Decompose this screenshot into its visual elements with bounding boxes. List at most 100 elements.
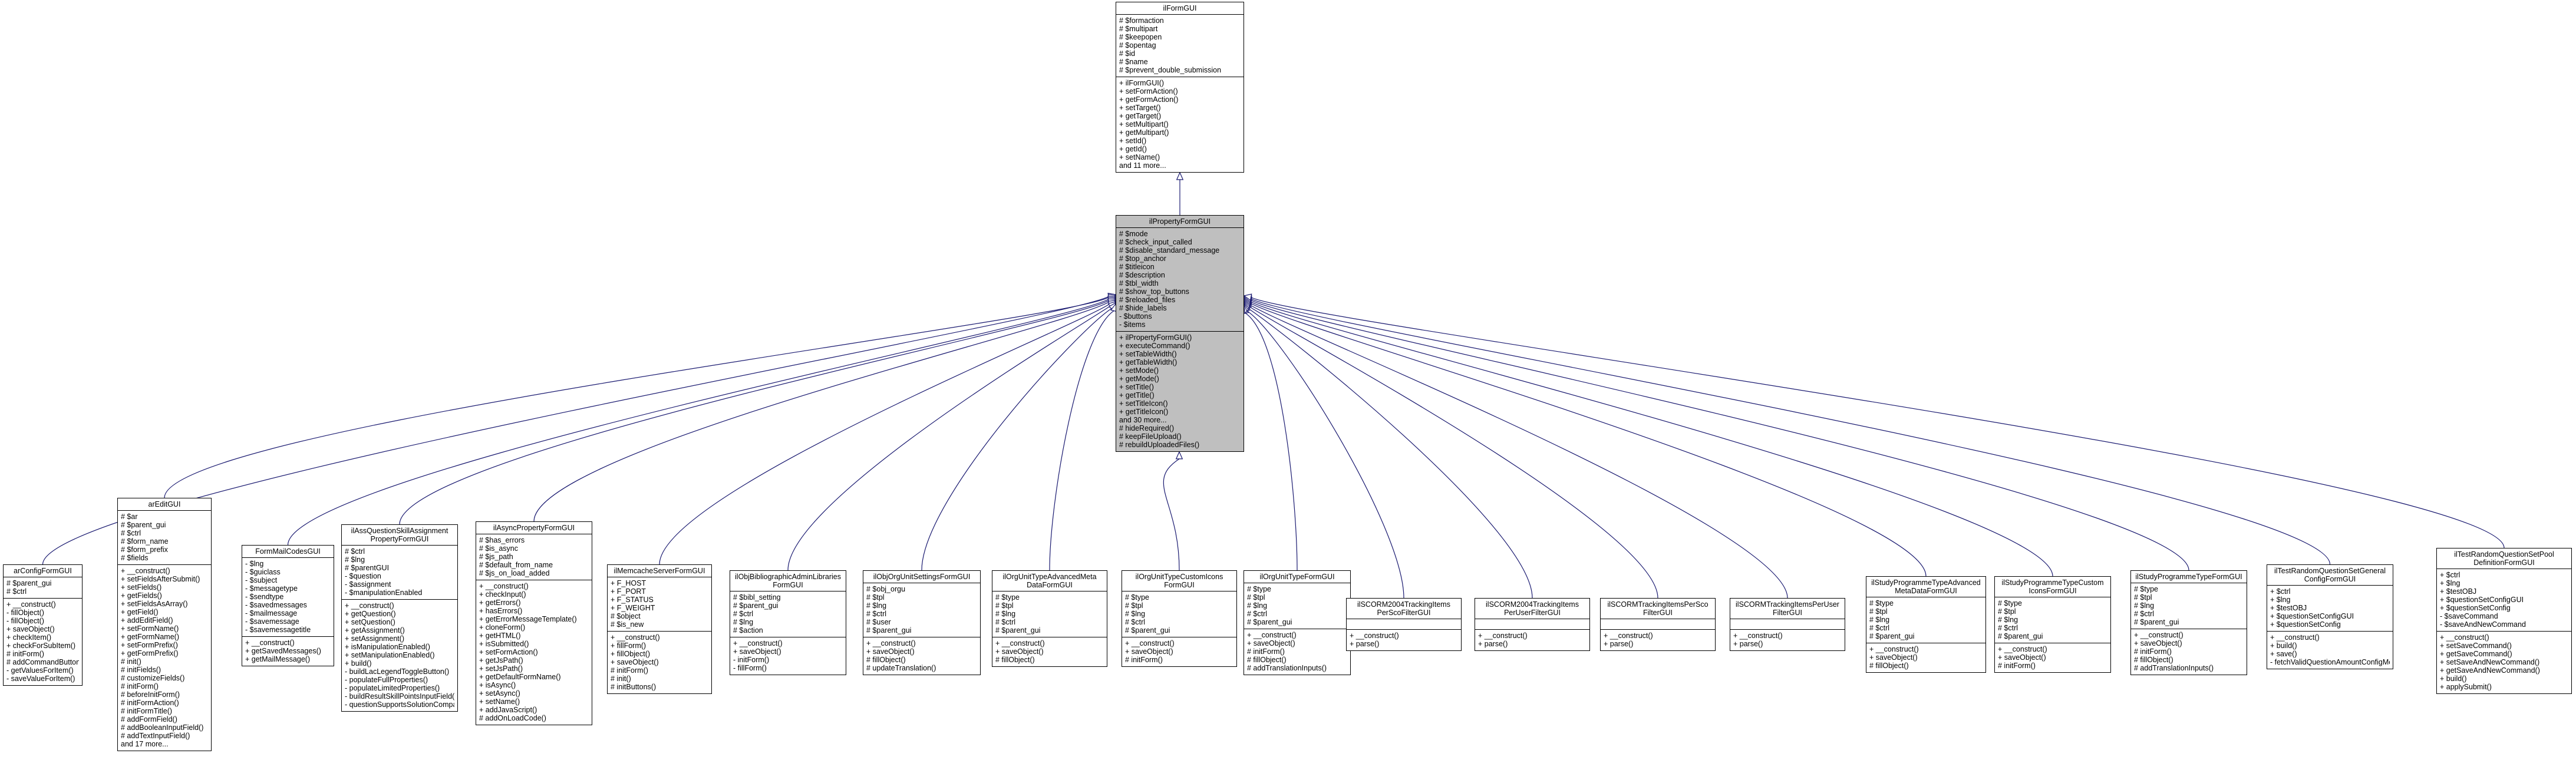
method-item: + getFormName() xyxy=(121,633,179,641)
method-item: + __construct() xyxy=(1733,632,1783,640)
attribute-list: + $ctrl+ $lng+ $testOBJ+ $questionSetCon… xyxy=(2437,569,2571,632)
method-item: + getErrors() xyxy=(479,599,521,607)
inherit-edge xyxy=(787,306,1111,571)
class-title: ilOrgUnitTypeFormGUI xyxy=(1244,571,1350,583)
method-item: + getMultipart() xyxy=(1119,128,1169,137)
inherit-edge xyxy=(164,296,1109,498)
method-item: + checkItem() xyxy=(6,633,52,642)
method-item: + saveObject() xyxy=(733,647,781,656)
class-box-ilTestRandomQuestionSetGeneralConfigFormGUI[interactable]: ilTestRandomQuestionSetGeneral ConfigFor… xyxy=(2267,564,2393,669)
attribute-item: # $lng xyxy=(1998,616,2018,624)
attribute-item: + $questionSetConfigGUI xyxy=(2440,596,2524,604)
attribute-item: # $parentGUI xyxy=(345,564,390,572)
class-box-ilStudyProgrammeTypeCustomIconsFormGUI[interactable]: ilStudyProgrammeTypeCustom IconsFormGUI#… xyxy=(1994,576,2111,673)
method-item: # fillObject() xyxy=(995,656,1035,664)
method-item: + getErrorMessageTemplate() xyxy=(479,615,577,623)
class-box-ilSCORM2004TrackingItemsPerScoFilterGUI[interactable]: ilSCORM2004TrackingItems PerScoFilterGUI… xyxy=(1346,598,1462,651)
class-box-ilStudyProgrammeTypeAdvancedMetaDataFormGUI[interactable]: ilStudyProgrammeTypeAdvanced MetaDataFor… xyxy=(1866,576,1986,673)
method-list: + __construct()- fillObject()- fillObjec… xyxy=(4,599,82,685)
method-item: # addCommandButtons() xyxy=(6,658,79,666)
method-item: + setQuestion() xyxy=(345,618,395,626)
method-item: + addJavaScript() xyxy=(479,706,537,714)
method-item: + __construct() xyxy=(1604,632,1653,640)
class-box-ilFormGUI[interactable]: ilFormGUI# $formaction# $multipart# $kee… xyxy=(1116,2,1244,173)
method-item: + getTitleIcon() xyxy=(1119,408,1169,416)
method-item: + getAssignment() xyxy=(345,626,405,634)
attribute-item: # $ctrl xyxy=(1869,624,1890,632)
class-box-ilSCORMTrackingItemsPerUserFilterGUI[interactable]: ilSCORMTrackingItemsPerUser FilterGUI+ _… xyxy=(1730,598,1845,651)
attribute-item: # $type xyxy=(995,593,1020,602)
class-box-ilOrgUnitTypeCustomIconsFormGUI[interactable]: ilOrgUnitTypeCustomIcons FormGUI# $type#… xyxy=(1122,570,1237,667)
method-list: + __construct()+ saveObject()# fillObjec… xyxy=(992,637,1107,666)
inherit-edge xyxy=(1251,296,2505,548)
class-box-ilAsyncPropertyFormGUI[interactable]: ilAsyncPropertyFormGUI# $has_errors# $is… xyxy=(476,521,592,725)
attribute-item: # $lng xyxy=(1125,610,1146,618)
class-title: ilObjOrgUnitSettingsFormGUI xyxy=(863,571,980,583)
attribute-item: # $lng xyxy=(1869,616,1890,624)
method-item: + getTarget() xyxy=(1119,112,1162,120)
method-item: + isAsync() xyxy=(479,681,516,689)
method-item: + getJsPath() xyxy=(479,656,523,665)
attribute-list xyxy=(1601,619,1715,630)
method-item: + getHTML() xyxy=(479,632,521,640)
class-box-arConfigFormGUI[interactable]: arConfigFormGUI# $parent_gui# $ctrl+ __c… xyxy=(3,564,83,686)
attribute-item: # $check_input_called xyxy=(1119,238,1192,246)
class-title: arEditGUI xyxy=(118,498,211,511)
method-item: + setFields() xyxy=(121,583,162,591)
class-box-ilSCORMTrackingItemsPerScoFilterGUI[interactable]: ilSCORMTrackingItemsPerSco FilterGUI + __… xyxy=(1600,598,1716,651)
method-item: + save() xyxy=(2270,650,2297,658)
class-box-ilMemcacheServerFormGUI[interactable]: ilMemcacheServerFormGUI+ F_HOST+ F_PORT+… xyxy=(607,564,712,694)
class-box-ilOrgUnitTypeFormGUI[interactable]: ilOrgUnitTypeFormGUI# $type# $tpl# $lng#… xyxy=(1244,570,1351,675)
attribute-item: # $parent_gui xyxy=(995,626,1041,634)
class-box-ilStudyProgrammeTypeFormGUI[interactable]: ilStudyProgrammeTypeFormGUI# $type# $tpl… xyxy=(2130,570,2247,675)
attribute-item: # $tpl xyxy=(1998,607,2016,616)
method-item: + saveObject() xyxy=(1247,639,1295,647)
attribute-item: - $saveCommand xyxy=(2440,612,2498,620)
method-item: + __construct() xyxy=(479,582,529,590)
attribute-item: # $tbl_width xyxy=(1119,279,1159,287)
class-title: ilSCORMTrackingItemsPerSco FilterGUI xyxy=(1601,599,1715,619)
class-box-ilTestRandomQuestionSetPoolDefinitionFormGUI[interactable]: ilTestRandomQuestionSetPool DefinitionFo… xyxy=(2436,548,2572,694)
class-box-ilAssQuestionSkillAssignmentPropertyFormGUI[interactable]: ilAssQuestionSkillAssignment PropertyFor… xyxy=(341,524,458,712)
method-item: + getMode() xyxy=(1119,375,1159,383)
class-box-ilOrgUnitTypeAdvancedMetaDataFormGUI[interactable]: ilOrgUnitTypeAdvancedMeta DataFormGUI# $… xyxy=(992,570,1107,667)
method-item: + parse() xyxy=(1733,640,1763,648)
attribute-item: # $lng xyxy=(995,610,1016,618)
attribute-item: # $ctrl xyxy=(2134,610,2155,618)
method-item: + setTitle() xyxy=(1119,383,1154,391)
class-box-ilPropertyFormGUI[interactable]: ilPropertyFormGUI# $mode# $check_input_c… xyxy=(1116,215,1244,452)
attribute-item: # $has_errors xyxy=(479,536,525,544)
method-list: + __construct()+ saveObject()# initForm(… xyxy=(2131,629,2247,675)
attribute-item: + F_HOST xyxy=(611,579,647,587)
attribute-list: + $ctrl+ $lng+ $testOBJ+ $questionSetCon… xyxy=(2267,586,2393,632)
method-item: + __construct() xyxy=(1350,632,1399,640)
attribute-item: - $mailmessage xyxy=(245,609,298,617)
class-box-FormMailCodesGUI[interactable]: FormMailCodesGUI- $lng- $guiclass- $subj… xyxy=(242,545,334,666)
inherit-edge xyxy=(287,298,1109,546)
method-item: + __construct() xyxy=(245,639,295,647)
class-box-ilObjOrgUnitSettingsFormGUI[interactable]: ilObjOrgUnitSettingsFormGUI# $obj_orgu# … xyxy=(863,570,981,675)
attribute-item: # $titleicon xyxy=(1119,263,1155,271)
class-title: ilPropertyFormGUI xyxy=(1116,216,1244,228)
attribute-item: # $show_top_buttons xyxy=(1119,287,1189,296)
attribute-item: + F_PORT xyxy=(611,587,646,596)
inherit-edge xyxy=(1251,298,2331,565)
attribute-item: + $lng xyxy=(2440,579,2460,587)
attribute-item: # $ctrl xyxy=(866,610,887,618)
class-box-arEditGUI[interactable]: arEditGUI# $ar# $parent_gui# $ctrl# $for… xyxy=(117,498,212,751)
attribute-item: # $parent_gui xyxy=(2134,618,2179,626)
attribute-item: # $ctrl xyxy=(345,547,365,556)
attribute-list xyxy=(1730,619,1845,630)
class-box-ilObjBibliographicAdminLibrariesFormGUI[interactable]: ilObjBibliographicAdminLibraries FormGUI… xyxy=(730,570,846,675)
method-item: + checkInput() xyxy=(479,590,526,599)
method-item: + getTitle() xyxy=(1119,391,1155,399)
class-title: ilFormGUI xyxy=(1116,2,1244,15)
method-item: + setFieldsAsArray() xyxy=(121,600,188,608)
method-item: + setManipulationEnabled() xyxy=(345,651,435,659)
attribute-item: # $tpl xyxy=(1869,607,1888,616)
attribute-item: # $formaction xyxy=(1119,16,1164,25)
attribute-item: # $id xyxy=(1119,49,1136,58)
class-box-ilSCORM2004TrackingItemsPerUserFilterGUI[interactable]: ilSCORM2004TrackingItems PerUserFilterGU… xyxy=(1475,598,1590,651)
method-item: and 30 more... xyxy=(1119,416,1167,424)
attribute-item: # $ctrl xyxy=(733,610,754,618)
